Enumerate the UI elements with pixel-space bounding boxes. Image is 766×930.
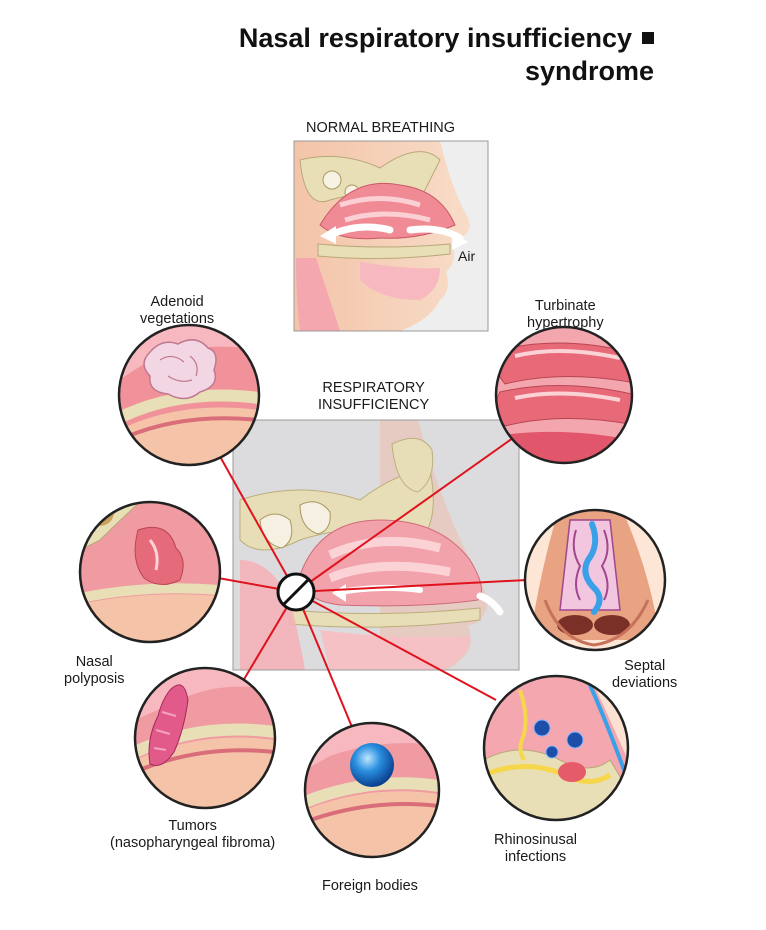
connector-adenoid <box>212 443 297 593</box>
air-label: Air <box>458 248 476 264</box>
blocked-airway-icon <box>276 572 316 612</box>
label-turbinate-hypertrophy: Turbinate hypertrophy <box>527 298 604 331</box>
detail-nasal-polyposis <box>78 500 222 644</box>
detail-foreign-bodies <box>303 721 441 859</box>
detail-adenoid-vegetations <box>117 323 261 467</box>
connector-turbinate <box>295 432 521 593</box>
square-bullet-icon <box>642 32 654 44</box>
center-panel-frame <box>232 419 520 671</box>
foreign-body-sphere <box>350 743 394 787</box>
connector-septal <box>295 579 528 593</box>
detail-tumors <box>133 666 277 810</box>
detail-septal-deviations <box>523 508 667 652</box>
label-septal-deviations: Septal deviations <box>612 658 678 691</box>
respiratory-insufficiency-label: RESPIRATORY INSUFFICIENCY <box>318 380 430 413</box>
title-line-1: Nasal respiratory insufficiency <box>239 22 654 55</box>
label-adenoid-vegetations: Adenoid vegetations <box>140 294 215 327</box>
normal-breathing-illustration <box>294 141 488 331</box>
detail-rhinosinusal-infections <box>482 674 630 822</box>
detail-turbinate-hypertrophy <box>494 325 634 465</box>
title-line-2: syndrome <box>524 56 654 86</box>
label-nasal-polyposis: Nasal polyposis <box>64 654 125 687</box>
page-title: Nasal respiratory insufficiency syndrome <box>239 22 654 88</box>
label-rhinosinusal-infections: Rhinosinusal infections <box>494 832 578 865</box>
connector-rhinosinusal <box>295 591 497 701</box>
connector-lines <box>212 432 528 728</box>
connector-foreign <box>295 591 353 728</box>
normal-panel-frame <box>293 140 489 332</box>
label-tumors: Tumors (nasopharyngeal fibroma) <box>110 818 276 851</box>
label-foreign-bodies: Foreign bodies <box>322 878 418 894</box>
respiratory-insufficiency-illustration <box>233 420 519 670</box>
normal-breathing-label: NORMAL BREATHING <box>306 120 456 136</box>
